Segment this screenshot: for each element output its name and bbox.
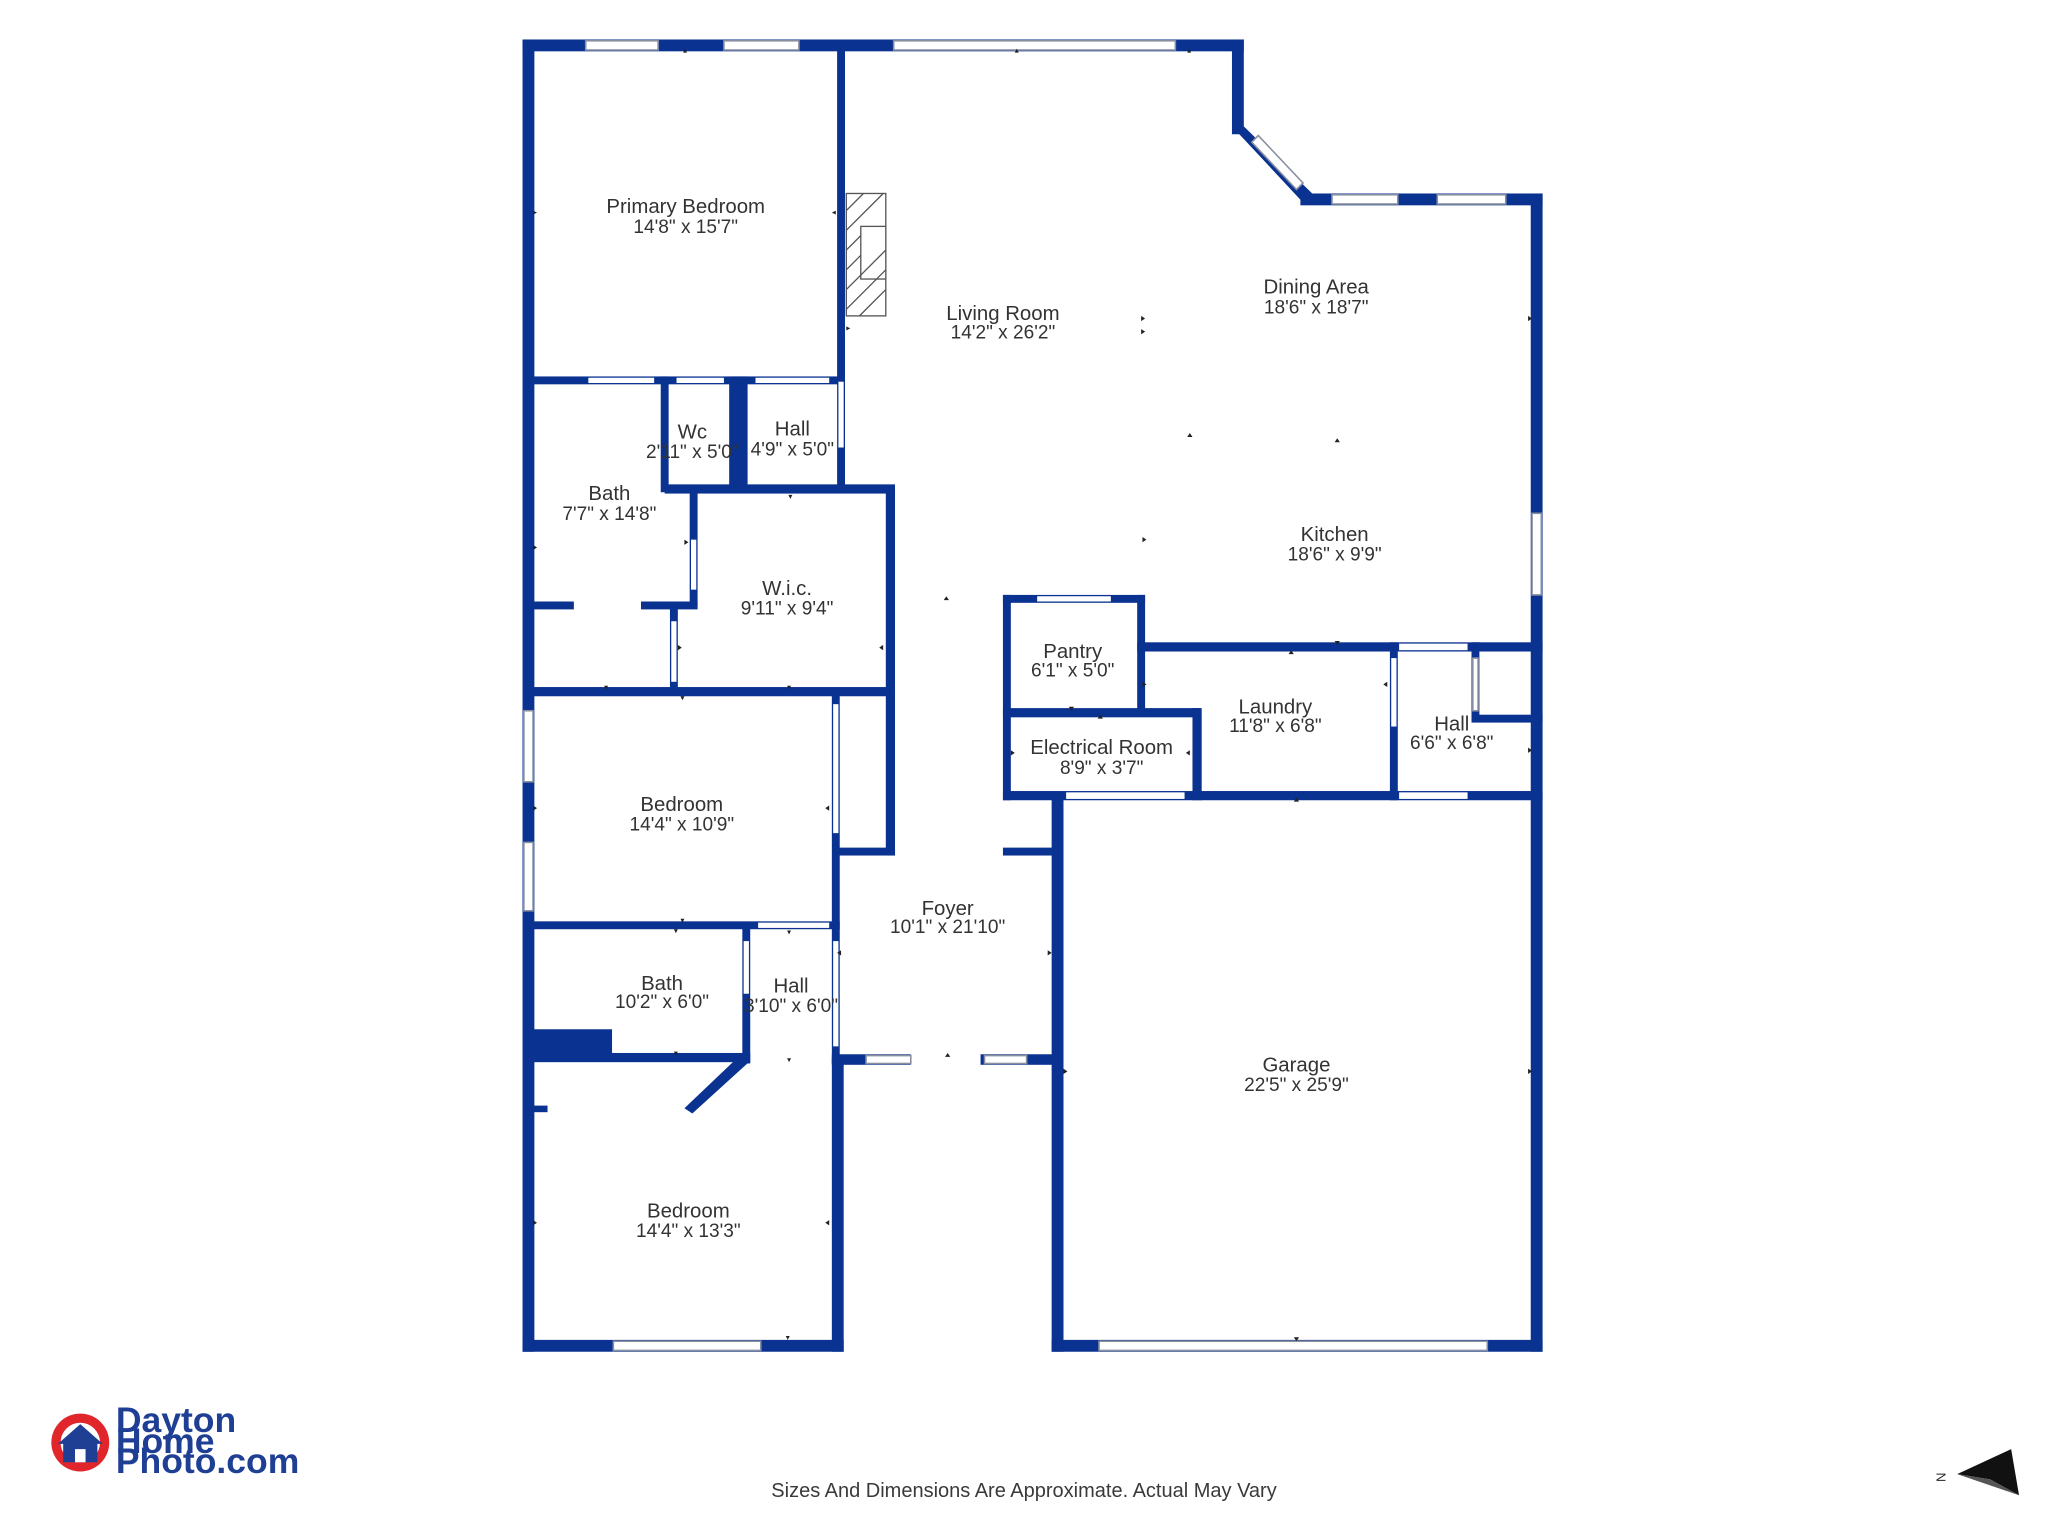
room-name: Laundry <box>1239 696 1313 718</box>
room-name: Pantry <box>1043 641 1103 663</box>
room-name: Foyer <box>922 898 974 920</box>
compass-label: N <box>1933 1473 1948 1483</box>
room-dimensions: 10'1" x 21'10" <box>890 917 1005 938</box>
room-dimensions: 14'4" x 13'3" <box>636 1221 741 1242</box>
windows <box>523 40 1543 1352</box>
room-name: Wc <box>678 421 707 443</box>
room-dimensions: 18'6" x 18'7" <box>1264 297 1369 318</box>
room-dimensions: 2'11" x 5'0" <box>646 442 739 463</box>
room-name: Living Room <box>946 303 1059 325</box>
room-dimensions: 4'9" x 5'0" <box>751 439 834 460</box>
room-dimensions: 8'9" x 3'7" <box>1060 758 1143 779</box>
room-name: Hall <box>775 419 810 441</box>
room-dimensions: 22'5" x 25'9" <box>1244 1075 1349 1096</box>
room-dimensions: 6'1" x 5'0" <box>1031 661 1114 682</box>
room-dimensions: 3'10" x 6'0" <box>744 996 838 1017</box>
room-dimensions: 10'2" x 6'0" <box>615 992 709 1013</box>
brand-line-3: Photo.com <box>116 1441 300 1481</box>
room-dimensions: 7'7" x 14'8" <box>562 504 656 525</box>
room-labels: Primary Bedroom 14'8" x 15'7" Living Roo… <box>562 196 1493 1242</box>
fireplace-icon <box>845 192 887 317</box>
room-name: W.i.c. <box>762 578 812 600</box>
room-name: Bedroom <box>640 794 723 816</box>
room-dimensions: 14'2" x 26'2" <box>951 322 1056 343</box>
room-dimensions: 14'4" x 10'9" <box>629 815 734 836</box>
room-dimensions: 18'6" x 9'9" <box>1288 545 1382 566</box>
north-arrow-icon: N <box>1933 1449 2020 1496</box>
house-icon <box>51 1413 110 1472</box>
brand-line-1: Dayton <box>116 1400 236 1440</box>
measurement-markers <box>533 48 1533 1342</box>
room-dimensions: 6'6" x 6'8" <box>1410 733 1493 754</box>
room-name: Garage <box>1262 1054 1330 1076</box>
brand-logo: Dayton Home Photo.com <box>51 1400 299 1481</box>
room-name: Kitchen <box>1301 524 1369 546</box>
room-dimensions: 11'8" x 6'8" <box>1229 716 1322 737</box>
room-dimensions: 14'8" x 15'7" <box>633 217 738 238</box>
room-dimensions: 9'11" x 9'4" <box>741 599 834 620</box>
room-name: Dining Area <box>1263 277 1369 299</box>
room-name: Hall <box>773 975 808 997</box>
room-name: Primary Bedroom <box>606 196 765 218</box>
room-name: Hall <box>1434 713 1469 735</box>
room-name: Bedroom <box>647 1200 730 1222</box>
brand-line-2: Home <box>116 1421 215 1461</box>
room-name: Bath <box>641 973 683 995</box>
doorways <box>588 377 1468 1061</box>
disclaimer-note: Sizes And Dimensions Are Approximate. Ac… <box>771 1480 1277 1502</box>
room-name: Electrical Room <box>1030 737 1173 759</box>
room-name: Bath <box>588 483 630 505</box>
